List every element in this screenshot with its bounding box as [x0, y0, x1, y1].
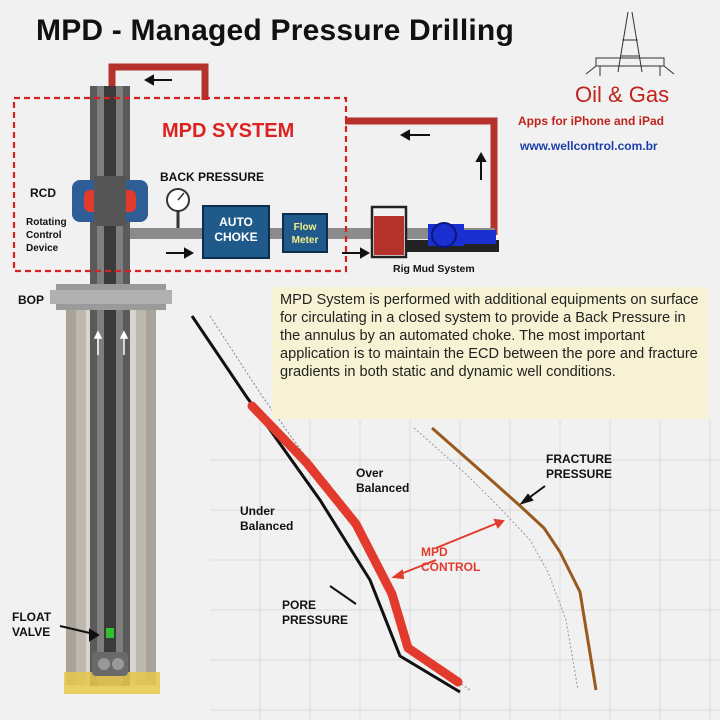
auto-choke-line-2: CHOKE: [214, 230, 258, 244]
rcd-label: RCD: [30, 186, 56, 200]
mpd-system-boundary: [12, 96, 348, 273]
under-balanced-line-2: Balanced: [240, 519, 294, 533]
mpd-control-label: MPD CONTROL: [421, 545, 480, 575]
fracture-pressure-line-1: FRACTURE: [546, 452, 612, 466]
description-box: MPD System is performed with additional …: [272, 287, 708, 419]
rcd-device: [72, 176, 148, 226]
float-valve: [106, 628, 114, 638]
pressure-gauge-icon: [166, 188, 190, 228]
mpd-system-label: MPD SYSTEM: [162, 120, 295, 142]
float-valve-label: FLOAT VALVE: [12, 610, 51, 640]
flow-meter-box: [282, 213, 328, 253]
rcd-desc-line-2: Control: [26, 230, 62, 241]
return-flow-line: [108, 63, 498, 235]
mud-tank: [370, 205, 408, 259]
fracture-pressure-curve: [431, 426, 598, 691]
bop-stack: [50, 284, 172, 310]
brand-tagline: Apps for iPhone and iPad: [518, 114, 665, 128]
fracture-pressure-line-2: PRESSURE: [546, 467, 613, 481]
flow-meter-label: Flow Meter: [283, 221, 327, 247]
flow-meter-line-2: Meter: [291, 235, 319, 246]
float-valve-line-1: FLOAT: [12, 610, 52, 624]
wellbore: [64, 86, 160, 694]
back-pressure-label: BACK PRESSURE: [160, 170, 265, 184]
mpd-control-arrows: [391, 518, 505, 580]
mpd-control-line-2: CONTROL: [421, 560, 481, 574]
mpd-control-band: [247, 401, 463, 687]
annotation-arrows: [59, 485, 546, 642]
rcd-description: Rotating Control Device: [26, 216, 67, 255]
auto-choke-box: [202, 205, 270, 259]
auto-choke-label: AUTO CHOKE: [203, 215, 269, 245]
pore-pressure-line-2: PRESSURE: [282, 613, 349, 627]
pore-pressure-label: PORE PRESSURE: [282, 598, 348, 628]
over-balanced-line-1: Over: [356, 466, 384, 480]
fracture-pressure-label: FRACTURE PRESSURE: [546, 452, 612, 482]
under-balanced-line-1: Under: [240, 504, 275, 518]
flow-arrows: [143, 74, 487, 259]
auto-choke-line-1: AUTO: [219, 215, 253, 229]
rcd-desc-line-3: Device: [26, 243, 59, 254]
mud-pump-icon: [407, 222, 499, 252]
annulus-up-arrows: [93, 330, 129, 355]
over-balanced-label: Over Balanced: [356, 466, 409, 496]
page-title: MPD - Managed Pressure Drilling: [36, 14, 514, 47]
float-valve-line-2: VALVE: [12, 625, 51, 639]
drill-bit-icon: [92, 652, 128, 676]
brand-url[interactable]: www.wellcontrol.com.br: [520, 139, 658, 153]
graph-grid: [210, 420, 720, 720]
flow-meter-line-1: Flow: [293, 222, 317, 233]
under-balanced-label: Under Balanced: [240, 504, 293, 534]
rcd-desc-line-1: Rotating: [26, 217, 67, 228]
fracture-reference-curve: [413, 427, 579, 691]
over-balanced-line-2: Balanced: [356, 481, 410, 495]
pore-pressure-curve: [190, 315, 461, 694]
pore-pressure-line-1: PORE: [282, 598, 317, 612]
brand-name: Oil & Gas: [575, 82, 670, 107]
bop-label: BOP: [18, 293, 45, 307]
mpd-control-line-1: MPD: [421, 545, 448, 559]
rig-mud-system-label: Rig Mud System: [393, 263, 475, 275]
drilling-rig-icon: [585, 11, 675, 76]
